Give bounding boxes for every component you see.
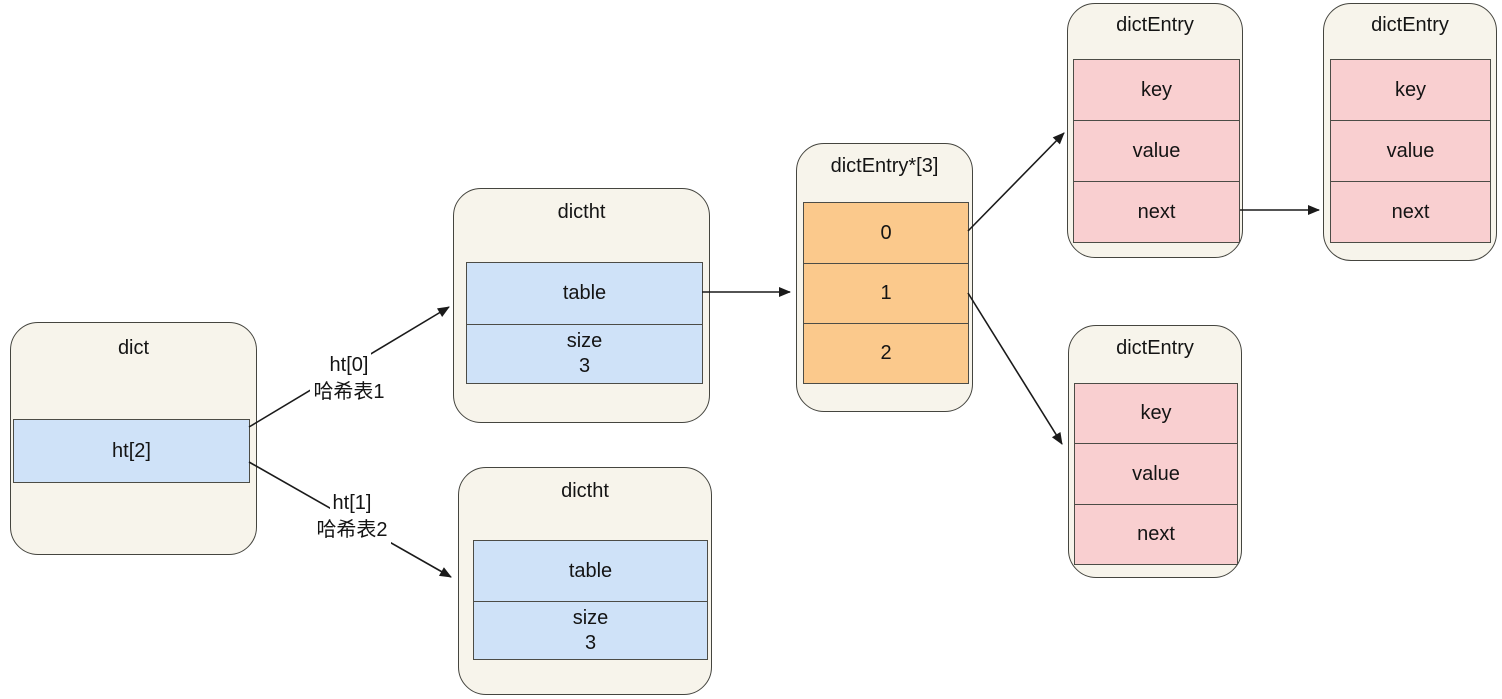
entry-bottom-next: next [1075, 504, 1237, 564]
dictht-bottom-box: dictht table size 3 [458, 467, 712, 695]
entry-top-first-next-label: next [1137, 200, 1176, 223]
dictht-bottom-size-label: size [572, 606, 609, 629]
bucket-slot-0-label: 0 [880, 221, 892, 244]
entry-bottom-value: value [1075, 443, 1237, 504]
label-ht1: ht[1] 哈希表2 [302, 490, 402, 544]
bucket-slot-2-label: 2 [880, 342, 892, 364]
label-ht1-name: ht[1] [329, 490, 375, 517]
bucket-array-box: dictEntry*[3] 0 1 2 [796, 143, 973, 412]
label-ht1-caption: 哈希表2 [313, 517, 391, 544]
entry-bottom-key: key [1075, 384, 1237, 443]
entry-top-second-next: next [1331, 181, 1490, 242]
entry-bottom-key-label: key [1140, 402, 1172, 424]
dictht-top-title: dictht [557, 201, 606, 223]
dictht-top-box: dictht table size 3 [453, 188, 710, 423]
entry-top-second-title: dictEntry [1371, 14, 1449, 36]
dictht-top-fields: table size 3 [466, 262, 703, 384]
bucket-array-title: dictEntry*[3] [830, 155, 939, 177]
entry-top-first-fields: key value next [1073, 59, 1240, 243]
bucket-array-slots: 0 1 2 [803, 202, 969, 384]
entry-top-second-key: key [1331, 60, 1490, 120]
entry-top-second-value: value [1331, 120, 1490, 181]
entry-top-second-box: dictEntry key value next [1323, 3, 1497, 261]
dictht-bottom-table-label: table [568, 559, 613, 582]
bucket-slot-0: 0 [804, 203, 968, 263]
entry-top-first-box: dictEntry key value next [1067, 3, 1243, 258]
entry-top-first-key-label: key [1140, 78, 1173, 101]
entry-top-first-next: next [1074, 181, 1239, 242]
entry-bottom-title: dictEntry [1116, 337, 1194, 359]
dict-fields: ht[2] [13, 419, 250, 483]
dictht-top-field-table: table [467, 263, 702, 324]
dict-field-ht2-label: ht[2] [112, 439, 151, 462]
entry-top-first-title: dictEntry [1116, 14, 1194, 36]
dictht-top-field-size: size 3 [467, 324, 702, 383]
entry-top-first-value-label: value [1132, 139, 1181, 162]
entry-top-second-key-label: key [1394, 78, 1427, 101]
label-ht0: ht[0] 哈希表1 [299, 352, 399, 406]
dictht-bottom-field-table: table [474, 541, 707, 601]
bucket-slot-2: 2 [804, 323, 968, 383]
connector-slot0-to-entry-top-first [967, 132, 1065, 232]
dictht-bottom-size-value: 3 [584, 631, 597, 654]
connector-slot1-to-entry-bottom [967, 292, 1063, 445]
dictht-top-size-value: 3 [578, 355, 591, 377]
dict-title: dict [117, 337, 150, 359]
bucket-slot-1: 1 [804, 263, 968, 323]
label-ht0-name: ht[0] [326, 352, 372, 379]
entry-bottom-box: dictEntry key value next [1068, 325, 1242, 578]
dictht-bottom-fields: table size 3 [473, 540, 708, 660]
entry-bottom-next-label: next [1137, 523, 1175, 545]
entry-bottom-value-label: value [1132, 462, 1180, 485]
dictht-bottom-field-size: size 3 [474, 601, 707, 659]
entry-bottom-fields: key value next [1074, 383, 1238, 565]
dict-box: dict ht[2] [10, 322, 257, 555]
entry-top-second-next-label: next [1391, 200, 1430, 223]
bucket-slot-1-label: 1 [880, 282, 892, 304]
entry-top-first-value: value [1074, 120, 1239, 181]
dict-field-ht2: ht[2] [14, 420, 249, 482]
label-ht0-caption: 哈希表1 [310, 379, 388, 406]
dictht-top-size-label: size [566, 330, 603, 352]
entry-top-first-key: key [1074, 60, 1239, 120]
dictht-top-table-label: table [562, 282, 607, 304]
entry-top-second-fields: key value next [1330, 59, 1491, 243]
dictht-bottom-title: dictht [561, 480, 609, 502]
entry-top-second-value-label: value [1386, 139, 1435, 162]
